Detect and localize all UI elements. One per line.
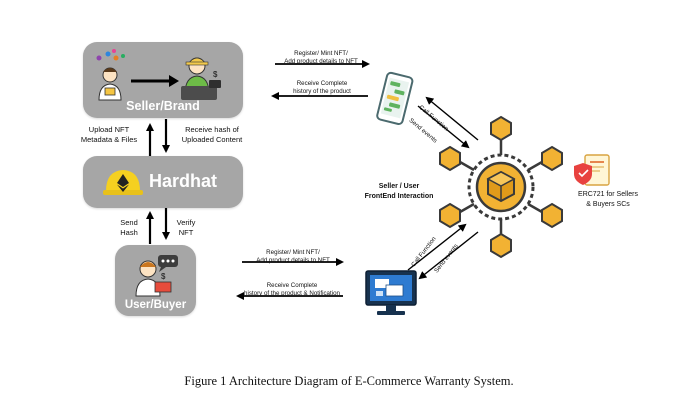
buyer-illustration: $ bbox=[135, 255, 178, 297]
seller-register-label: Register/ Mint NFT/ Add product details … bbox=[284, 50, 358, 65]
buyer-register-label: Register/ Mint NFT/ Add product details … bbox=[256, 249, 330, 264]
svg-text:$: $ bbox=[161, 272, 166, 281]
seller-brand-node: $ Seller/Brand bbox=[83, 42, 243, 118]
cart-icon: $ bbox=[154, 272, 172, 293]
figure-caption: Figure 1 Architecture Diagram of E-Comme… bbox=[184, 374, 514, 388]
user-buyer-node: $ User/Buyer bbox=[115, 245, 196, 316]
seller-receive-label: Receive Complete history of the product bbox=[293, 80, 351, 95]
hardhat-ethereum-icon bbox=[103, 170, 143, 195]
erc721-label: ERC721 for Sellers & Buyers SCs bbox=[578, 191, 638, 208]
arrow-call-function-top bbox=[417, 105, 470, 149]
seller-brand-label: Seller/Brand bbox=[126, 99, 200, 113]
blockchain-network-icon bbox=[439, 115, 563, 259]
seller-illustration: $ bbox=[96, 49, 221, 101]
chat-bubble-icon bbox=[158, 255, 178, 272]
send-hash-label: Send Hash bbox=[120, 218, 138, 237]
monitor-icon bbox=[365, 270, 417, 315]
arrow-call-function-bottom bbox=[407, 223, 467, 271]
user-buyer-label: User/Buyer bbox=[124, 299, 187, 311]
idea-dots-icon bbox=[96, 49, 125, 61]
arrow-send-events-top bbox=[425, 96, 479, 141]
upload-nft-label: Upload NFT Metadata & Files bbox=[80, 125, 138, 144]
certificate-shield-icon bbox=[574, 154, 610, 186]
hardhat-node: Hardhat bbox=[83, 156, 243, 208]
svg-text:$: $ bbox=[213, 70, 218, 79]
verify-nft-label: Verify NFT bbox=[176, 218, 196, 237]
smartphone-icon bbox=[376, 71, 414, 126]
arrow-send-events-bottom bbox=[418, 231, 479, 280]
buyer-receive-label: Receive Complete history of the product … bbox=[244, 282, 340, 297]
frontend-interaction-label: Seller / User FrontEnd Interaction bbox=[364, 183, 434, 200]
seller-person-icon: $ bbox=[181, 57, 221, 100]
hardhat-label: Hardhat bbox=[149, 171, 218, 191]
buyer-person-icon bbox=[135, 260, 161, 297]
receive-hash-label: Receive hash of Uploaded Content bbox=[181, 125, 243, 144]
customer-person-icon bbox=[98, 67, 122, 101]
